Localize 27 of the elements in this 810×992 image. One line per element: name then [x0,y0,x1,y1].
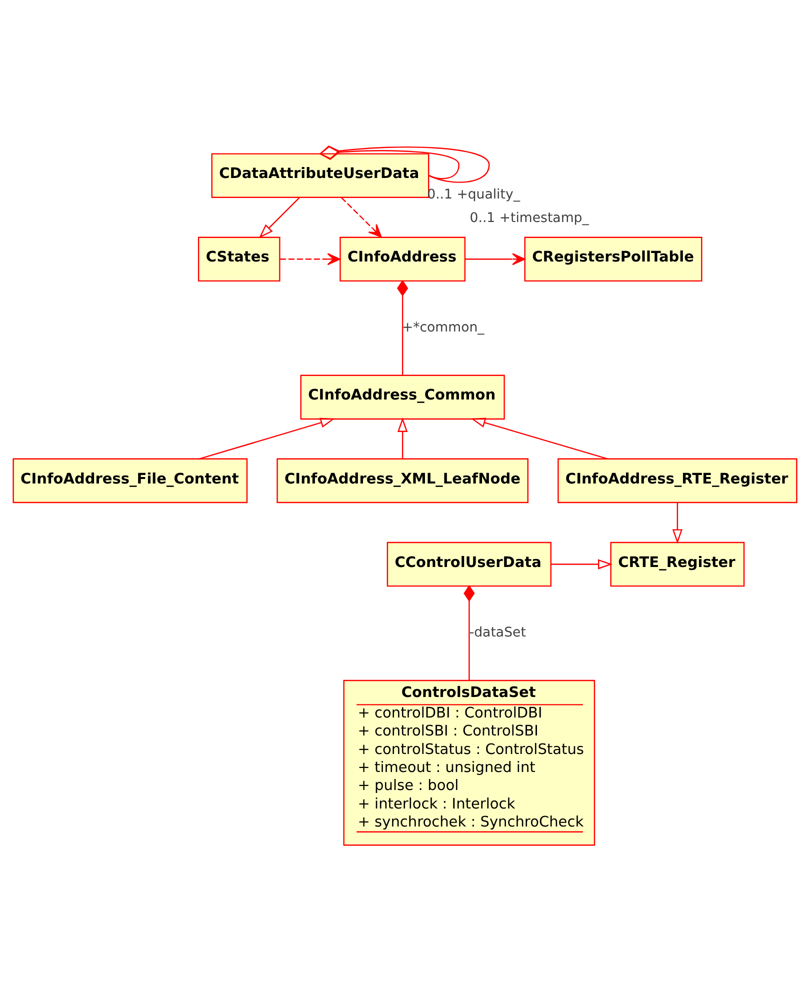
arrow [397,417,408,458]
arrow [199,418,335,460]
connector [464,585,475,680]
node-box: CInfoAddress_Common [300,374,505,420]
arrow [470,418,608,460]
node-box: CRegistersPollTable [524,236,702,282]
node-box: CInfoAddress [340,236,466,282]
edge-label: +*common_ [402,320,484,336]
node-box: CInfoAddress_RTE_Register [558,458,798,504]
connector [319,146,460,180]
arrow [550,559,613,570]
node-box: CInfoAddress_File_Content [12,458,248,504]
edge-label: -dataSet [469,626,526,641]
connector [397,280,408,376]
arrow [465,253,526,266]
arrow [341,197,382,238]
node-box: CInfoAddress_XML_LeafNode [276,458,528,504]
node-box: CDataAttributeUserData [211,153,430,198]
edge-label: 0..1 +timestamp_ [470,211,589,226]
node-box: CStates [198,236,280,282]
connector [319,145,490,183]
arrow [280,253,340,266]
node-box: ControlsDataSet + controlDBI : ControlDBI + controlSBI : ControlSBI + controlStatus : ControlStatus + timeout : unsigned int + pulse : bool + interlock : Interlock + synchrochek : SynchroCheck [343,680,596,846]
node-box: CRTE_Register [610,542,745,587]
arrow [672,502,683,544]
node-box: CControlUserData [386,542,552,587]
arrow [258,197,300,238]
